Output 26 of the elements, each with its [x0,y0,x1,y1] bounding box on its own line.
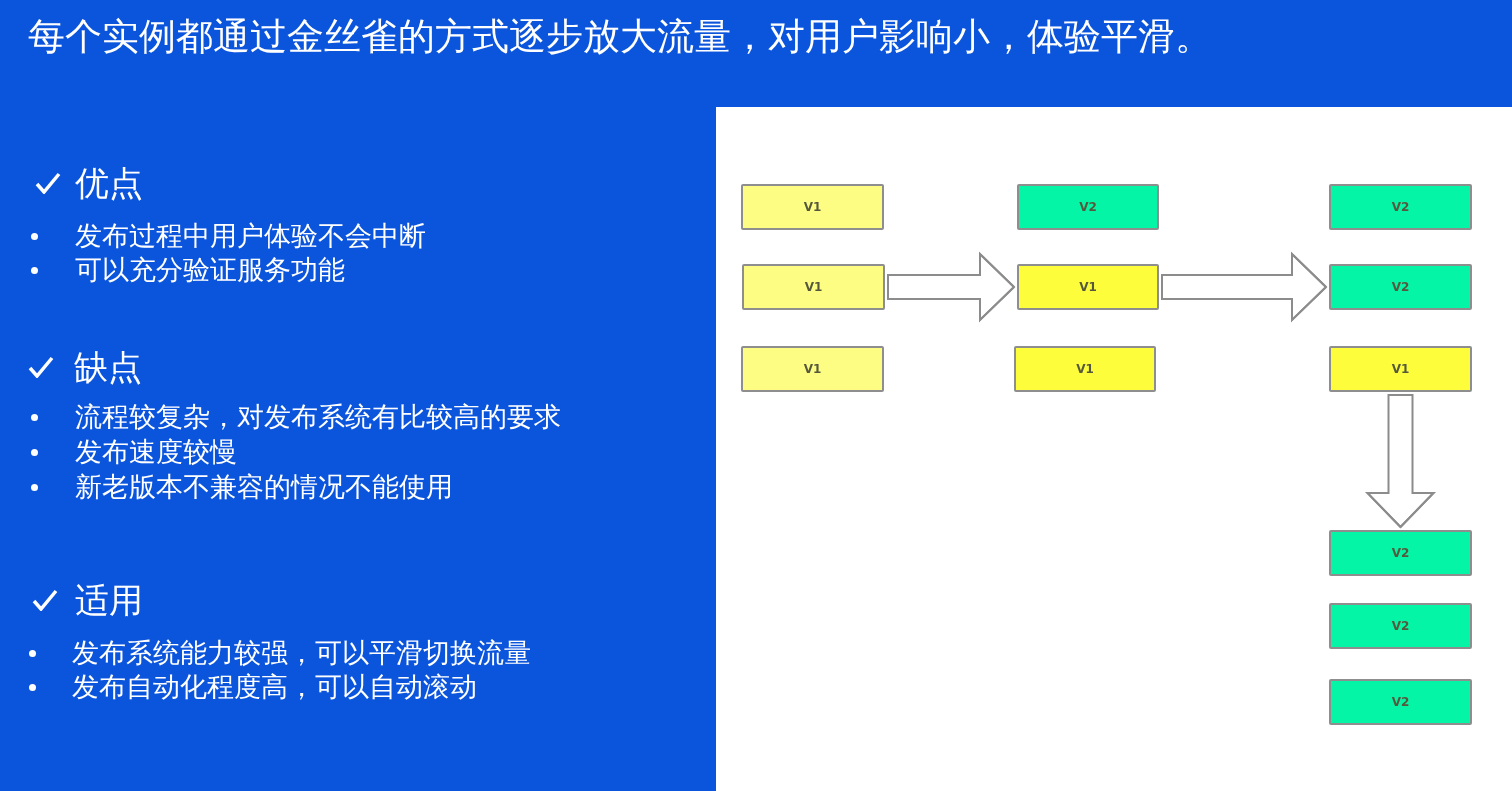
instance-box: V1 [1014,346,1156,392]
block-arrow [887,251,1015,323]
instance-box: V1 [1329,346,1472,392]
list-item: 发布过程中用户体验不会中断 [75,220,426,252]
slide-title: 每个实例都通过金丝雀的方式逐步放大流量，对用户影响小，体验平滑。 [28,14,1212,60]
instance-box: V2 [1329,679,1472,725]
section-heading: 缺点 [74,347,142,387]
list-item: 新老版本不兼容的情况不能使用 [75,471,453,503]
instance-box: V2 [1329,603,1472,649]
instance-box: V1 [1017,264,1159,310]
instance-box: V2 [1329,264,1472,310]
instance-box: V2 [1329,184,1472,230]
instance-box: V2 [1329,530,1472,576]
section-heading: 适用 [75,580,143,620]
list-item: 流程较复杂，对发布系统有比较高的要求 [75,401,561,433]
list-item: 发布自动化程度高，可以自动滚动 [72,671,477,703]
instance-box: V2 [1017,184,1159,230]
instance-box: V1 [741,184,884,230]
instance-box: V1 [741,346,884,392]
instance-box: V1 [742,264,885,310]
list-item: 发布系统能力较强，可以平滑切换流量 [72,637,531,669]
list-item: 可以充分验证服务功能 [75,254,345,286]
list-item: 发布速度较慢 [75,436,237,468]
block-arrow [1365,394,1436,528]
block-arrow [1161,251,1327,323]
section-heading: 优点 [75,163,143,203]
